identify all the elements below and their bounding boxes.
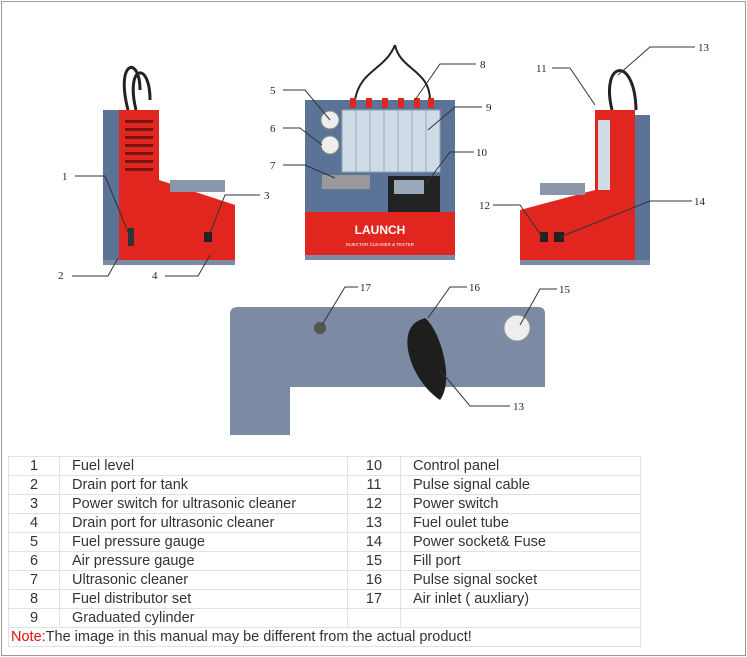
- part-number: 9: [8, 608, 60, 628]
- svg-text:INJECTOR CLEANER & TESTER: INJECTOR CLEANER & TESTER: [346, 242, 415, 247]
- callout-9: 9: [486, 102, 492, 114]
- part-name: Air inlet ( auxliary): [400, 589, 641, 609]
- part-name: Power switch: [400, 494, 641, 514]
- part-name: Graduated cylinder: [59, 608, 348, 628]
- machine-left-view: [103, 66, 235, 265]
- callout-2: 2: [58, 270, 64, 282]
- callout-15: 15: [559, 284, 571, 296]
- part-number: 3: [8, 494, 60, 514]
- callout-8: 8: [480, 59, 486, 71]
- launch-logo: LAUNCH: [355, 223, 406, 237]
- part-number: 15: [347, 551, 401, 571]
- part-name: Fuel level: [59, 456, 348, 476]
- callout-numbers: 1 2 3 4 5 6 7 8 9 10 11 12 13 14 15 16 1…: [58, 42, 710, 413]
- callout-10: 10: [476, 147, 488, 159]
- part-name: Fuel oulet tube: [400, 513, 641, 533]
- callout-5: 5: [270, 85, 276, 97]
- part-name: Power switch for ultrasonic cleaner: [59, 494, 348, 514]
- part-number: 8: [8, 589, 60, 609]
- part-name: [400, 608, 641, 628]
- callout-16: 16: [469, 282, 481, 294]
- callout-6: 6: [270, 123, 276, 135]
- callout-14: 14: [694, 196, 706, 208]
- machine-right-view: [520, 69, 650, 265]
- callout-4: 4: [152, 270, 158, 282]
- note-row: Note:The image in this manual may be dif…: [8, 627, 641, 647]
- part-name: Air pressure gauge: [59, 551, 348, 571]
- part-name: Ultrasonic cleaner: [59, 570, 348, 590]
- rear-panel: [230, 307, 545, 435]
- callout-1: 1: [62, 171, 68, 183]
- part-name: Power socket& Fuse: [400, 532, 641, 552]
- part-number: 14: [347, 532, 401, 552]
- part-name: Pulse signal socket: [400, 570, 641, 590]
- part-number: [347, 608, 401, 628]
- callout-7: 7: [270, 160, 276, 172]
- part-name: Control panel: [400, 456, 641, 476]
- part-name: Pulse signal cable: [400, 475, 641, 495]
- part-number: 11: [347, 475, 401, 495]
- part-number: 13: [347, 513, 401, 533]
- part-name: Fuel distributor set: [59, 589, 348, 609]
- part-name: Fuel pressure gauge: [59, 532, 348, 552]
- leader-lines: [72, 46, 695, 407]
- part-number: 16: [347, 570, 401, 590]
- part-number: 2: [8, 475, 60, 495]
- callout-17: 17: [360, 282, 372, 294]
- note-text: The image in this manual may be differen…: [45, 629, 472, 645]
- product-diagram: LAUNCH INJECTOR CLEANER & TESTER: [58, 42, 710, 435]
- callout-13: 13: [698, 42, 710, 54]
- callout-11: 11: [536, 63, 547, 75]
- part-number: 1: [8, 456, 60, 476]
- part-number: 12: [347, 494, 401, 514]
- part-number: 6: [8, 551, 60, 571]
- part-number: 17: [347, 589, 401, 609]
- part-name: Drain port for tank: [59, 475, 348, 495]
- part-number: 4: [8, 513, 60, 533]
- part-number: 7: [8, 570, 60, 590]
- part-name: Drain port for ultrasonic cleaner: [59, 513, 348, 533]
- part-name: Fill port: [400, 551, 641, 571]
- callout-3: 3: [264, 190, 270, 202]
- note-label: Note:: [11, 629, 46, 645]
- part-number: 5: [8, 532, 60, 552]
- part-number: 10: [347, 456, 401, 476]
- callout-12: 12: [479, 200, 490, 212]
- callout-13-rear: 13: [513, 401, 525, 413]
- machine-front-view: LAUNCH INJECTOR CLEANER & TESTER: [305, 44, 455, 260]
